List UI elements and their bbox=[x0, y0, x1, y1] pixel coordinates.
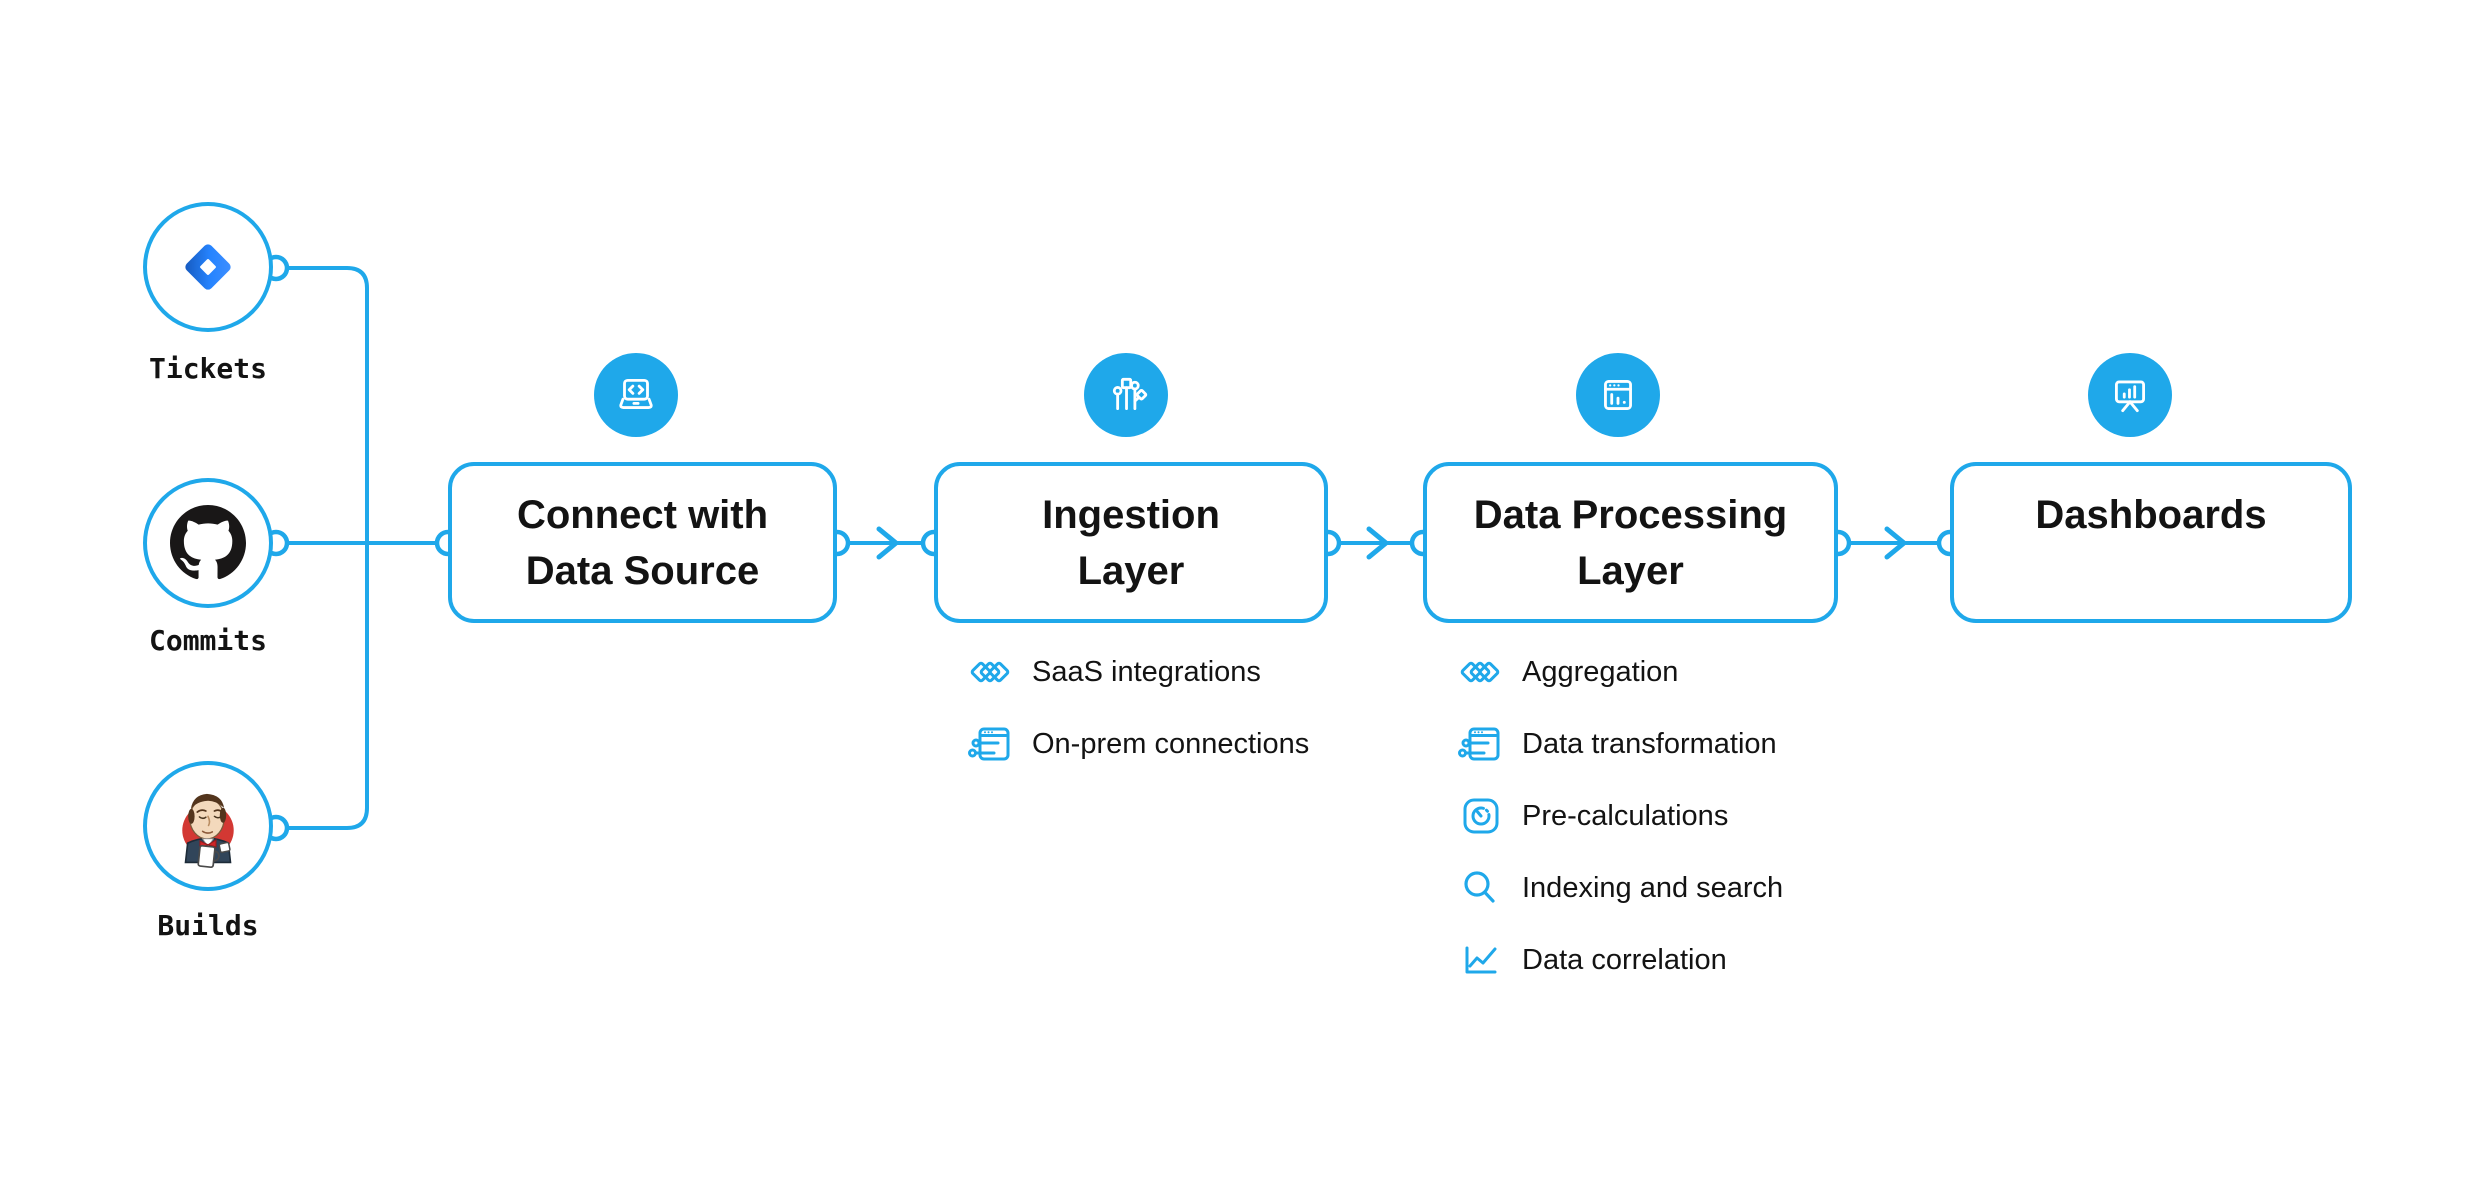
source-circle-builds bbox=[143, 761, 273, 891]
feature-label: Pre-calculations bbox=[1522, 799, 1729, 832]
stage-title: Dashboards bbox=[2035, 487, 2266, 599]
list-item: Aggregation bbox=[1458, 652, 1783, 692]
feature-label: Aggregation bbox=[1522, 655, 1679, 688]
arrowhead-icon bbox=[1366, 526, 1389, 560]
stage-title-line: Data Source bbox=[525, 548, 760, 593]
source-circle-tickets bbox=[143, 202, 273, 332]
stage-box-dashboards: Dashboards bbox=[1950, 462, 2352, 623]
stage-title-line: Data Processing bbox=[1473, 492, 1788, 537]
stage-box-connect: Connect with Data Source bbox=[448, 462, 837, 623]
window-connections-icon bbox=[1458, 724, 1504, 764]
list-item: Data correlation bbox=[1458, 940, 1783, 980]
stage-title-line: Connect with bbox=[516, 492, 769, 537]
feature-label: Data transformation bbox=[1522, 727, 1777, 760]
feature-label: Indexing and search bbox=[1522, 871, 1784, 904]
arrowhead-icon bbox=[1884, 526, 1907, 560]
presentation-chart-icon bbox=[2114, 380, 2146, 413]
gauge-icon bbox=[1458, 796, 1504, 836]
laptop-code-icon bbox=[619, 378, 653, 409]
stage-title-line: Dashboards bbox=[2035, 492, 2267, 537]
browser-chart-icon bbox=[1604, 379, 1632, 411]
jira-logo-icon bbox=[185, 244, 231, 290]
list-item: Indexing and search bbox=[1458, 868, 1783, 908]
stage-title-line: Layer bbox=[1577, 548, 1684, 593]
stage-badge-connect bbox=[594, 353, 678, 437]
stage-title-line: Layer bbox=[1077, 548, 1185, 593]
connector-paths bbox=[274, 266, 1952, 830]
github-logo-icon bbox=[170, 505, 246, 580]
stacked-diamonds-icon bbox=[1458, 652, 1504, 692]
processing-feature-list: Aggregation Data transformation bbox=[1458, 652, 1783, 1012]
stage-badge-dashboards bbox=[2088, 353, 2172, 437]
list-item: Pre-calculations bbox=[1458, 796, 1783, 836]
source-label-tickets: Tickets bbox=[148, 352, 267, 385]
stage-title: Data Processing Layer bbox=[1474, 487, 1787, 599]
feature-label: SaaS integrations bbox=[1032, 655, 1261, 688]
jenkins-logo-icon bbox=[182, 793, 234, 869]
source-label-commits: Commits bbox=[148, 624, 267, 657]
list-item: SaaS integrations bbox=[968, 652, 1309, 692]
sources-elbow-line bbox=[274, 266, 369, 830]
line-chart-icon bbox=[1458, 940, 1504, 980]
stage-box-processing: Data Processing Layer bbox=[1423, 462, 1838, 623]
list-item: On-prem connections bbox=[968, 724, 1309, 764]
circuit-icon bbox=[1112, 377, 1148, 411]
stage-title: Connect with Data Source bbox=[517, 487, 768, 599]
stage-badge-processing bbox=[1576, 353, 1660, 437]
stage-title: Ingestion Layer bbox=[1042, 487, 1220, 599]
window-connections-icon bbox=[968, 724, 1014, 764]
stage-box-ingestion: Ingestion Layer bbox=[934, 462, 1328, 623]
arrowheads bbox=[876, 526, 1907, 560]
arrowhead-icon bbox=[876, 526, 899, 560]
feature-label: Data correlation bbox=[1522, 943, 1727, 976]
stage-badge-ingestion bbox=[1084, 353, 1168, 437]
source-label-builds: Builds bbox=[157, 909, 259, 942]
list-item: Data transformation bbox=[1458, 724, 1783, 764]
stage-title-line: Ingestion bbox=[1042, 492, 1220, 537]
magnifier-icon bbox=[1458, 868, 1504, 908]
feature-label: On-prem connections bbox=[1032, 727, 1310, 760]
ingestion-feature-list: SaaS integrations On-prem connections bbox=[968, 652, 1309, 796]
source-circle-commits bbox=[143, 478, 273, 608]
stacked-diamonds-icon bbox=[968, 652, 1014, 692]
